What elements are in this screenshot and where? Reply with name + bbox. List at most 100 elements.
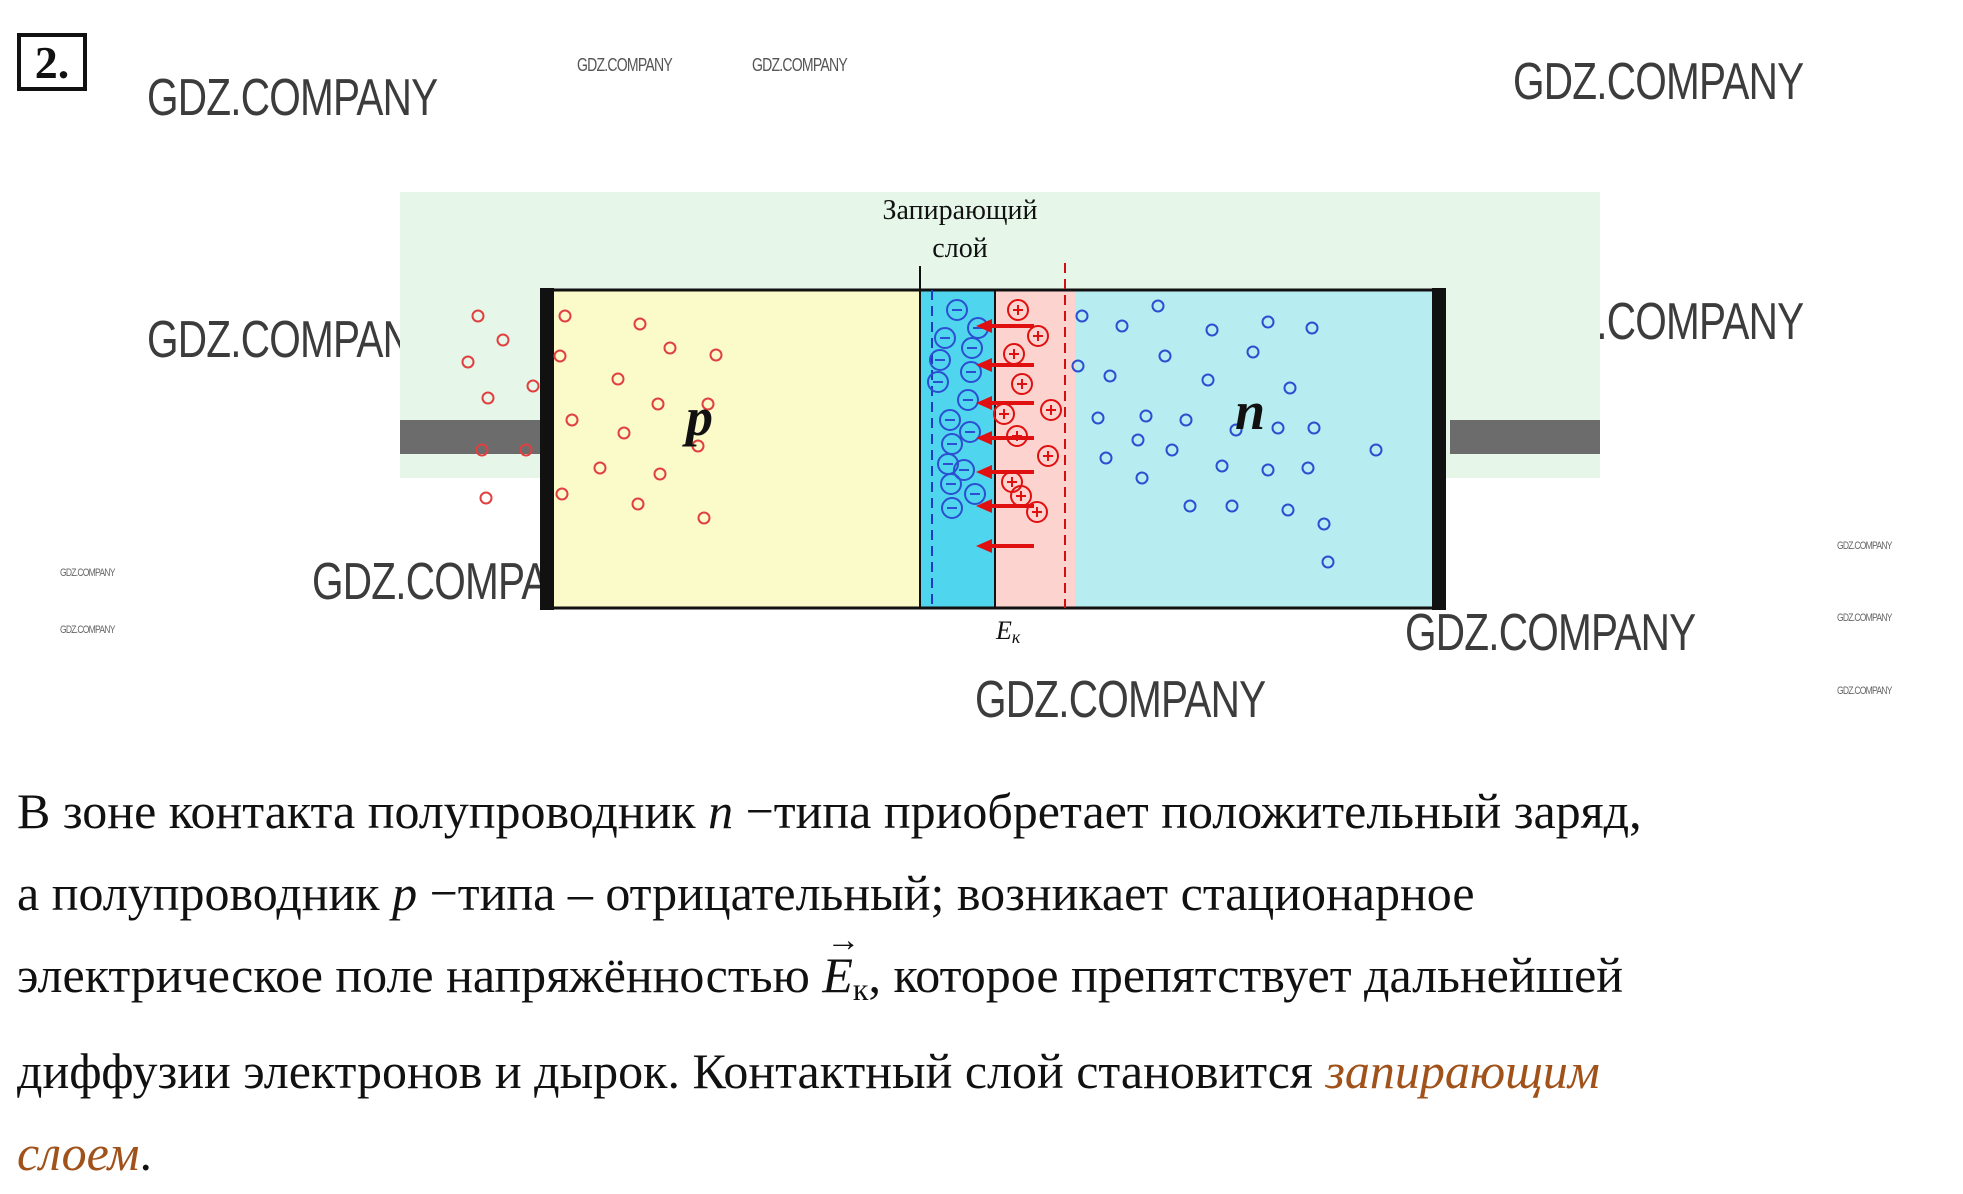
hole-marker: [631, 497, 645, 511]
field-arrow-head: [976, 465, 992, 479]
plus-sign: [1043, 451, 1053, 461]
electron-marker: [1103, 369, 1117, 383]
electron-marker: [1305, 321, 1319, 335]
electron-marker: [1215, 459, 1229, 473]
symbol-n: n: [708, 783, 734, 839]
plus-sign: [1046, 405, 1056, 415]
holes-group: [461, 309, 723, 525]
hole-marker: [663, 341, 677, 355]
hole-marker: [697, 511, 711, 525]
positive-ion-marker: [1007, 299, 1029, 321]
electron-marker: [1261, 315, 1275, 329]
negative-ion-marker: [946, 299, 968, 321]
negative-ion-marker: [961, 337, 983, 359]
text-segment: −типа приобретает положительный заряд,: [733, 783, 1642, 839]
hole-marker: [709, 348, 723, 362]
field-arrow-head: [976, 431, 992, 445]
text-segment: .: [139, 1125, 152, 1181]
electron-marker: [1205, 323, 1219, 337]
watermark: GDZ.COMPANY: [1513, 53, 1804, 111]
plus-sign: [1016, 491, 1026, 501]
electron-marker: [1201, 373, 1215, 387]
plus-sign: [1013, 305, 1023, 315]
answer-text: В зоне контакта полупроводник n −типа пр…: [17, 770, 1947, 1194]
electron-marker: [1225, 499, 1239, 513]
hole-marker: [526, 379, 540, 393]
hole-marker: [617, 426, 631, 440]
text-segment: , которое препятствует дальнейшей: [868, 947, 1624, 1003]
field-label-subscript: к: [1011, 627, 1021, 647]
hole-marker: [701, 397, 715, 411]
electron-marker: [1075, 309, 1089, 323]
hole-marker: [565, 413, 579, 427]
text-line-1: В зоне контакта полупроводник n −типа пр…: [17, 770, 1947, 852]
plus-sign: [999, 409, 1009, 419]
watermark: GDZ.COMPANY: [1405, 604, 1696, 662]
left-lead: [400, 420, 550, 454]
electron-marker: [1135, 471, 1149, 485]
text-line-3: электрическое поле напряжённостью Eк, ко…: [17, 900, 1947, 1030]
n-region: [1075, 290, 1435, 608]
electron-marker: [1369, 443, 1383, 457]
barrier-label: Запирающий слой: [870, 192, 1050, 268]
electron-marker: [1131, 433, 1145, 447]
electron-marker: [1283, 381, 1297, 395]
negative-ion-marker: [929, 349, 951, 371]
field-arrow-head: [976, 319, 992, 333]
hole-marker: [461, 355, 475, 369]
watermark: GDZ.COMPANY: [975, 671, 1266, 729]
hole-marker: [555, 487, 569, 501]
positive-ion-marker: [1027, 325, 1049, 347]
negative-ion-marker: [927, 371, 949, 393]
electron-marker: [1229, 423, 1243, 437]
electron-marker: [1321, 555, 1335, 569]
electron-marker: [1179, 413, 1193, 427]
electron-marker: [1271, 421, 1285, 435]
plus-sign: [1009, 349, 1019, 359]
positive-ion-marker: [1037, 445, 1059, 467]
field-label: Eк: [996, 616, 1020, 648]
hole-marker: [633, 317, 647, 331]
watermark: GDZ.COMPANY: [577, 55, 673, 75]
p-label: p: [686, 387, 713, 447]
hole-marker: [519, 443, 533, 457]
accent-term: запирающим: [1325, 1043, 1600, 1099]
electron-marker: [1099, 451, 1113, 465]
text-line-5: слоем.: [17, 1112, 1947, 1194]
electron-marker: [1246, 345, 1260, 359]
text-segment: В зоне контакта полупроводник: [17, 783, 709, 839]
positive-ion-marker: [1026, 501, 1048, 523]
plus-sign: [1033, 331, 1043, 341]
electron-marker: [1071, 359, 1085, 373]
field-arrow-head: [976, 539, 992, 553]
right-lead: [1450, 420, 1600, 454]
text-line-2: а полупроводник p −типа – отрицательный;…: [17, 852, 1947, 934]
electron-marker: [1165, 443, 1179, 457]
plus-sign: [1032, 507, 1042, 517]
right-contact: [1432, 288, 1446, 610]
watermark: GDZ.COMPANY: [752, 55, 848, 75]
negative-ion-marker: [939, 409, 961, 431]
problem-number: 2.: [17, 33, 87, 91]
watermark: GDZ.COMPANY: [147, 69, 438, 127]
electron-marker: [1301, 461, 1315, 475]
hole-marker: [553, 349, 567, 363]
watermark: GDZ.COMPANY: [60, 624, 115, 636]
negative-ion-marker: [934, 327, 956, 349]
electron-marker: [1261, 463, 1275, 477]
watermark: GDZ.COMPANY: [1837, 685, 1892, 697]
electron-marker: [1307, 421, 1321, 435]
watermark: GDZ.COMPANY: [1837, 612, 1892, 624]
electron-marker: [1115, 319, 1129, 333]
field-arrow-head: [976, 396, 992, 410]
text-segment: диффузии электронов и дырок. Контактный …: [17, 1043, 1326, 1099]
electron-marker: [1158, 349, 1172, 363]
negative-layer: [920, 290, 995, 608]
electrons-group: [1071, 299, 1383, 569]
p-region: [550, 290, 920, 608]
watermark: GDZ.COMPANY: [1837, 540, 1892, 552]
hole-marker: [593, 461, 607, 475]
watermark: GDZ.COMPANY: [60, 567, 115, 579]
pn-junction-diagram: Запирающий слой p n Eк: [400, 188, 1600, 718]
electron-marker: [1091, 411, 1105, 425]
